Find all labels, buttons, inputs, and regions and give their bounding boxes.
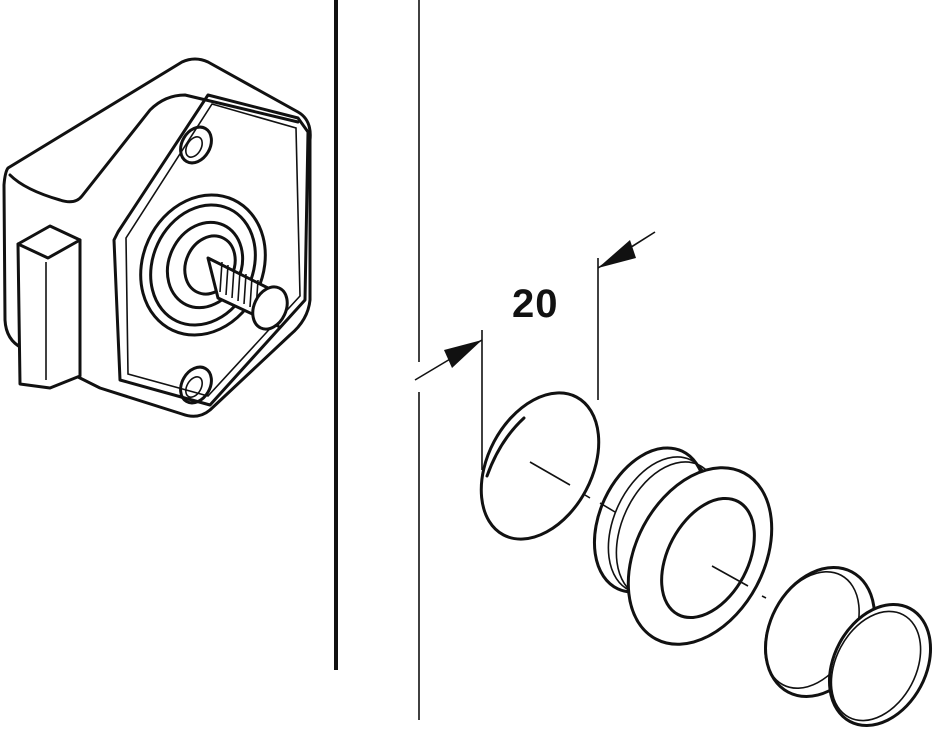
cabinet-panel xyxy=(334,0,420,720)
dimension-label: 20 xyxy=(512,282,559,326)
bushing xyxy=(592,446,774,646)
drill-hole xyxy=(479,391,601,541)
latch-body xyxy=(2,57,312,418)
push-button xyxy=(764,566,933,727)
dimension-20 xyxy=(414,231,656,470)
